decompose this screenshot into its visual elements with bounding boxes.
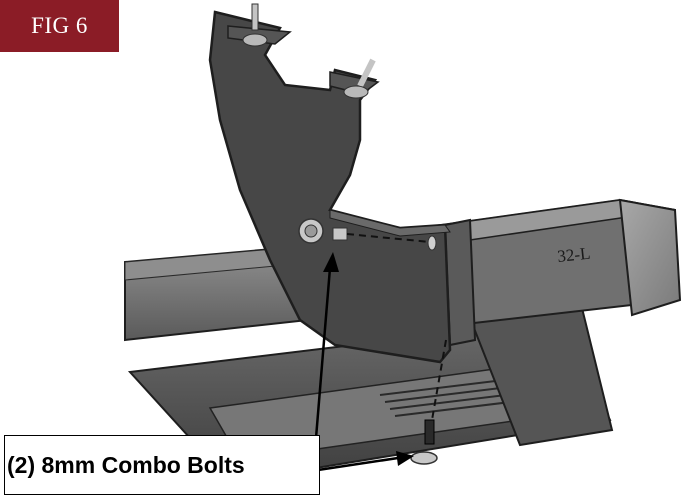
top-stud-right: [329, 58, 380, 99]
part-number-label: 32-L: [556, 244, 591, 266]
callout-box: (2) 8mm Combo Bolts: [4, 435, 320, 495]
bracket-flange: [329, 209, 451, 237]
top-stud-left: [227, 3, 292, 47]
callout-arrows: [314, 252, 414, 472]
combo-bolt-lower: [410, 339, 447, 465]
figure-badge: FIG 6: [0, 0, 119, 52]
callout-label: (2) 8mm Combo Bolts: [7, 451, 245, 478]
combo-bolt-upper: [298, 218, 437, 251]
